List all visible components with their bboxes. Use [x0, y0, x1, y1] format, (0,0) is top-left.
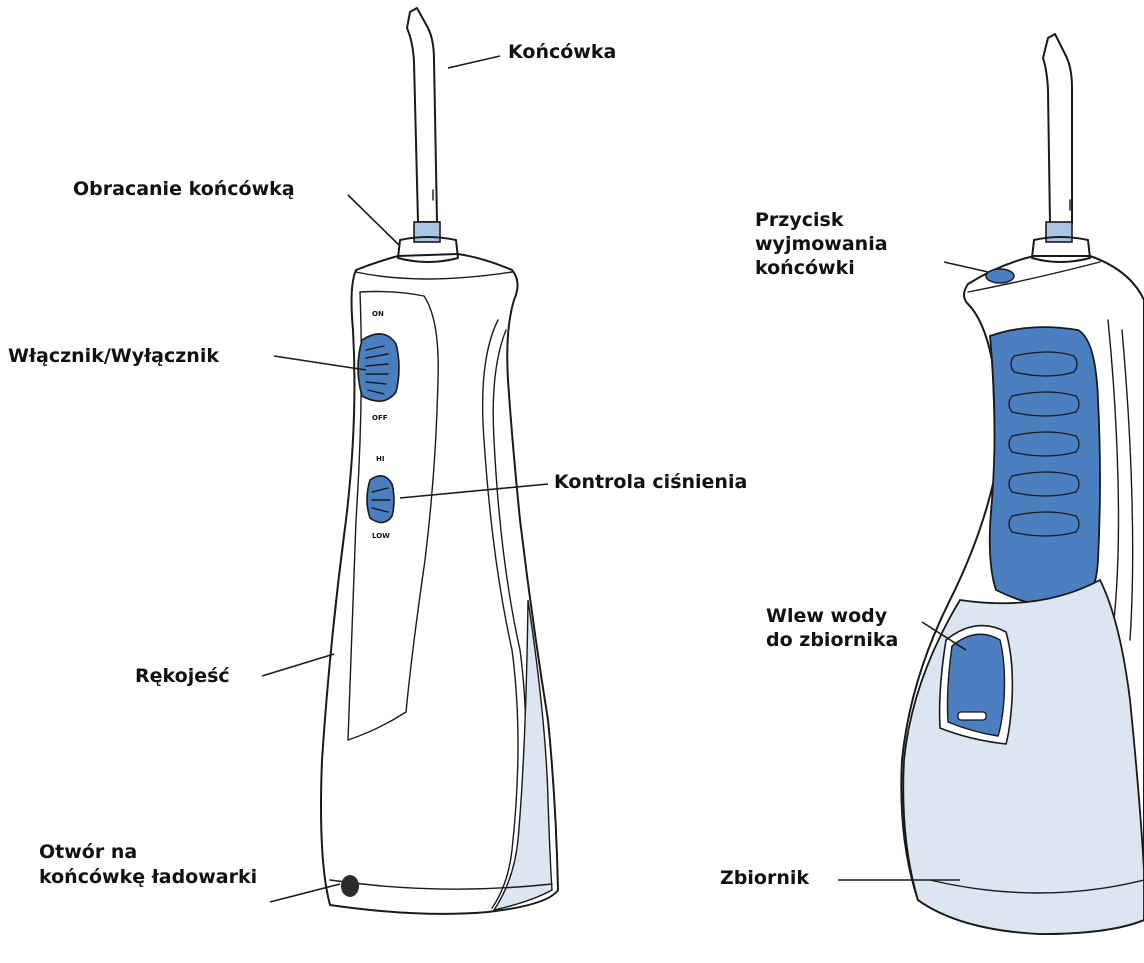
grip-panel: [990, 327, 1100, 607]
pressure-low-mark: LOW: [372, 532, 390, 540]
label-otwor-line1: Otwór na: [39, 841, 137, 863]
front-tip-collar: [414, 222, 440, 242]
fill-port-latch: [958, 712, 986, 720]
front-view-device: ON OFF HI LOW: [321, 8, 558, 914]
tip-release-button: [986, 269, 1014, 283]
label-przycisk-line3: końcówki: [755, 257, 855, 279]
label-koncowka: Końcówka: [508, 41, 616, 63]
label-zbiornik: Zbiornik: [720, 867, 809, 889]
front-side-strip: [494, 600, 552, 910]
label-otwor-line2: końcówkę ładowarki: [39, 866, 257, 888]
switch-on-mark: ON: [372, 310, 384, 318]
labels: Końcówka Obracanie końcówką Włącznik/Wył…: [8, 41, 898, 889]
label-przycisk-line2: wyjmowania: [755, 233, 888, 255]
label-kontrola-cisnienia: Kontrola ciśnienia: [554, 471, 747, 493]
label-rekojesc: Rękojeść: [135, 665, 230, 687]
back-view-device: [901, 34, 1144, 934]
label-wlew-line1: Wlew wody: [766, 605, 888, 627]
label-przycisk-line1: Przycisk: [755, 209, 844, 231]
back-tip-collar: [1046, 222, 1072, 242]
pressure-hi-mark: HI: [376, 455, 384, 463]
back-tip: [1032, 34, 1090, 262]
pressure-control: HI LOW: [367, 455, 394, 540]
label-wlew-line2: do zbiornika: [766, 629, 898, 651]
charging-port: [341, 875, 359, 897]
water-fill-port: [940, 626, 1013, 744]
power-switch: ON OFF: [358, 310, 399, 422]
switch-off-mark: OFF: [372, 414, 388, 422]
label-obracanie-koncowka: Obracanie końcówką: [73, 178, 295, 200]
label-wlacznik-wylacznik: Włącznik/Wyłącznik: [8, 345, 219, 367]
front-tip: [398, 8, 458, 262]
